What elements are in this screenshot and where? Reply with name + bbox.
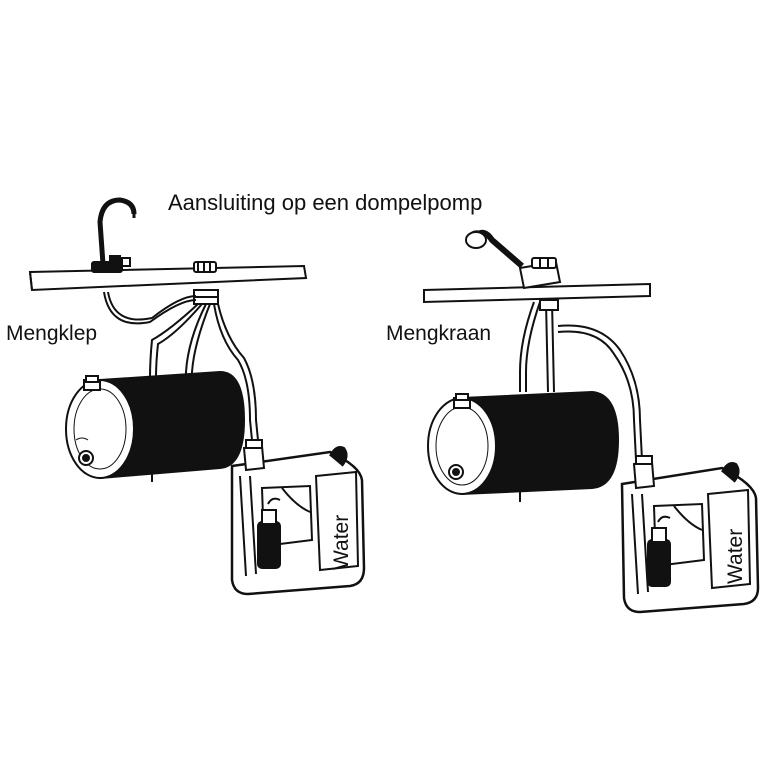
- right-jerrycan-icon: Water: [620, 455, 760, 614]
- jerrycan-icon: Water: [230, 439, 366, 596]
- right-label: Mengkraan: [386, 322, 492, 345]
- left-can-text: Water: [330, 515, 353, 570]
- diagram-title: Aansluiting op een dompelpomp: [168, 190, 483, 215]
- left-setup: Water: [28, 197, 366, 596]
- left-label: Mengklep: [6, 322, 98, 345]
- submersible-pump-icon: [257, 497, 281, 569]
- right-countertop: [423, 282, 651, 304]
- right-can-text: Water: [724, 529, 747, 584]
- water-heater-icon: [65, 370, 246, 482]
- right-setup: Water: [423, 229, 760, 614]
- mixing-valve-faucet-icon: [91, 197, 137, 273]
- right-water-heater-icon: [427, 390, 620, 502]
- left-countertop: [28, 264, 308, 292]
- mixing-tap-faucet-icon: [465, 229, 562, 290]
- right-submersible-pump-icon: [647, 515, 671, 587]
